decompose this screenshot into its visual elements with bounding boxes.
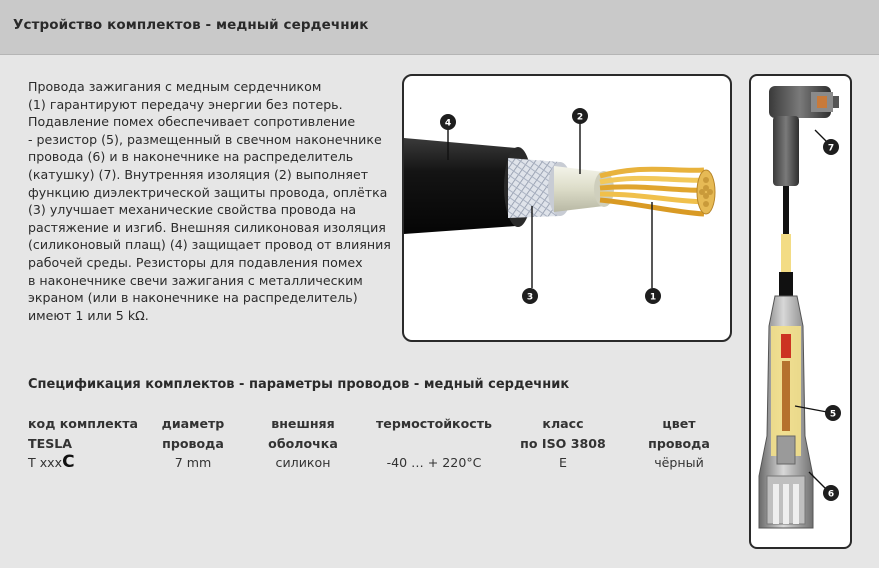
description-line: (силиконовый плащ) (4) защищает провод о…: [28, 237, 391, 253]
description-line: провода (6) и в наконечнике на распредел…: [28, 149, 354, 165]
svg-text:3: 3: [527, 293, 533, 303]
cell-temperature: -40 … + 220°C: [386, 455, 482, 470]
resistor-5: [782, 361, 790, 431]
description-line: Провода зажигания с медным сердечником: [28, 79, 322, 94]
header-temperature: термостойкость: [376, 414, 492, 434]
svg-text:2: 2: [577, 113, 583, 123]
description-line: (3) улучшает механические свойства прово…: [28, 202, 357, 218]
header-color: цвет провода: [648, 414, 710, 454]
distributor-connector: [769, 86, 839, 186]
header-line: по ISO 3808: [520, 436, 606, 451]
header-line: провода: [648, 436, 710, 451]
header-line: цвет: [662, 416, 696, 431]
header-line: оболочка: [268, 436, 338, 451]
header-line: внешняя: [271, 416, 335, 431]
header-line: класс: [542, 416, 584, 431]
cell-sheath: силикон: [275, 455, 331, 470]
header-line: диаметр: [161, 416, 225, 431]
inner-insulation: [554, 166, 609, 212]
svg-text:6: 6: [828, 490, 834, 500]
label-badge-7: 7: [823, 139, 839, 155]
header-line: TESLA: [28, 436, 73, 451]
label-badge-4: 4: [440, 114, 456, 130]
header-iso-class: класс по ISO 3808: [520, 414, 606, 454]
svg-text:5: 5: [830, 410, 836, 420]
description-line: (1) гарантируют передачу энергии без пот…: [28, 96, 343, 112]
cable-illustration: 4 2 3 1: [404, 108, 716, 304]
header-line: код комплекта: [28, 416, 139, 431]
description-text: Провода зажигания с медным сердечником (…: [28, 78, 391, 324]
cell-diameter: 7 mm: [174, 455, 212, 470]
description-line: экраном (или в наконечнике на распредели…: [28, 290, 358, 306]
label-badge-3: 3: [522, 288, 538, 304]
cable-core-section: [781, 234, 791, 274]
cable-diagram: 4 2 3 1: [402, 74, 732, 342]
description-line: (катушку) (7). Внутренняя изоляция (2) в…: [28, 166, 369, 182]
label-badge-5: 5: [825, 405, 841, 421]
label-badge-6: 6: [823, 485, 839, 501]
label-badge-1: 1: [645, 288, 661, 304]
description-line: функцию диэлектрической защиты провода, …: [28, 184, 388, 200]
page-header: Устройство комплектов - медный сердечник: [0, 0, 879, 55]
header-line: провода: [162, 436, 224, 451]
description-line: рабочей среды. Резисторы для подавления …: [28, 254, 363, 270]
kit-code-prefix: T xxx: [28, 455, 63, 470]
header-diameter: диаметр провода: [162, 414, 225, 454]
description-line: растяжение и изгиб. Внешняя силиконовая …: [28, 219, 386, 235]
cable-segment: [783, 186, 789, 236]
header-sheath: внешняя оболочка: [268, 414, 338, 454]
description-line: Подавление помех обеспечивает сопротивле…: [28, 114, 356, 130]
plug-illustration: 7 5 6: [758, 86, 841, 529]
kit-code-suffix: C: [62, 452, 75, 472]
svg-text:1: 1: [650, 293, 656, 303]
cell-iso-class: E: [559, 455, 567, 470]
svg-text:4: 4: [445, 119, 451, 129]
spec-title: Спецификация комплектов - параметры пров…: [28, 377, 570, 392]
svg-text:7: 7: [828, 144, 834, 154]
label-badge-2: 2: [572, 108, 588, 124]
description-line: имеют 1 или 5 kΩ.: [28, 307, 149, 323]
copper-core: [599, 166, 716, 217]
cell-color: чёрный: [654, 455, 704, 470]
header-line: термостойкость: [376, 416, 492, 431]
description-line: в наконечнике свечи зажигания с металлич…: [28, 272, 363, 288]
page-title: Устройство комплектов - медный сердечник: [13, 17, 369, 33]
outer-jacket: [404, 138, 524, 234]
plug-diagram: 7 5 6: [749, 74, 852, 549]
header-kit-code: код комплекта TESLA: [28, 414, 138, 454]
description-line: - резистор (5), размещенный в свечном на…: [28, 131, 382, 147]
spark-plug-boot: [758, 295, 814, 529]
cell-kit-code: T xxxC: [28, 452, 75, 472]
